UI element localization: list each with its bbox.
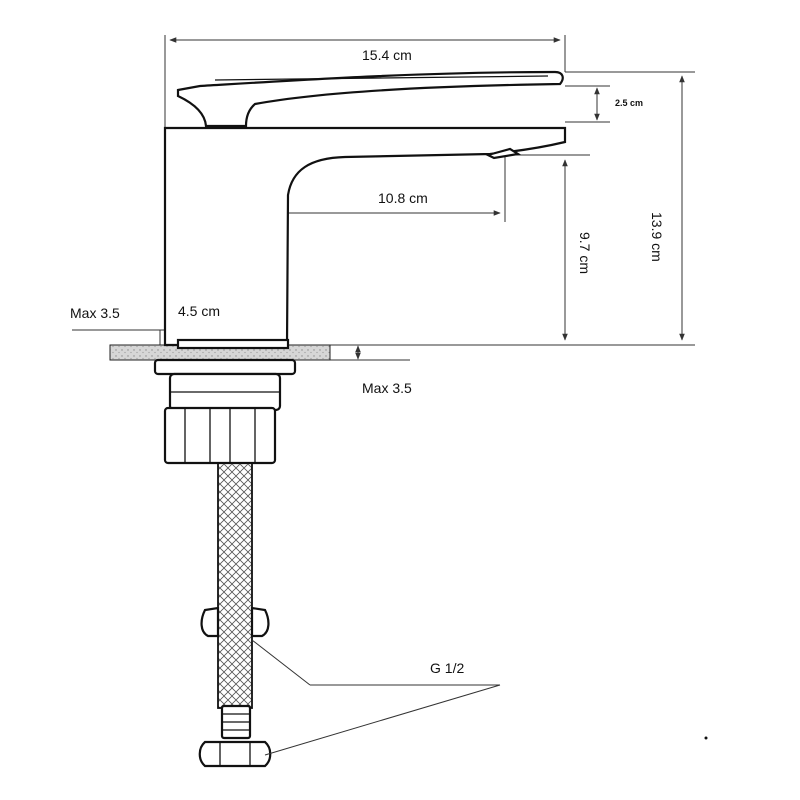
spout-reach-label: 10.8 cm bbox=[378, 190, 428, 206]
mounting-nut bbox=[163, 406, 277, 465]
spout-height-label: 9.7 cm bbox=[577, 232, 593, 274]
base-diameter-label: 4.5 cm bbox=[178, 303, 220, 319]
base-ring bbox=[153, 338, 297, 412]
max-deck-right-label: Max 3.5 bbox=[362, 380, 412, 396]
stray-mark bbox=[704, 736, 708, 740]
faucet-body bbox=[163, 126, 567, 347]
total-height-label: 13.9 cm bbox=[649, 212, 665, 262]
lever-handle bbox=[176, 70, 564, 128]
max-deck-left-label: Max 3.5 bbox=[70, 305, 120, 321]
lever-height-label: 2.5 cm bbox=[615, 98, 643, 108]
connection-thread-label: G 1/2 bbox=[430, 660, 464, 676]
spout-outlet bbox=[484, 147, 522, 160]
braided-hose bbox=[200, 462, 270, 709]
dimension-lines bbox=[159, 37, 685, 360]
thread-leader-lines bbox=[251, 639, 501, 756]
overall-length-label: 15.4 cm bbox=[362, 47, 412, 63]
hose-end-fitting bbox=[198, 704, 272, 768]
